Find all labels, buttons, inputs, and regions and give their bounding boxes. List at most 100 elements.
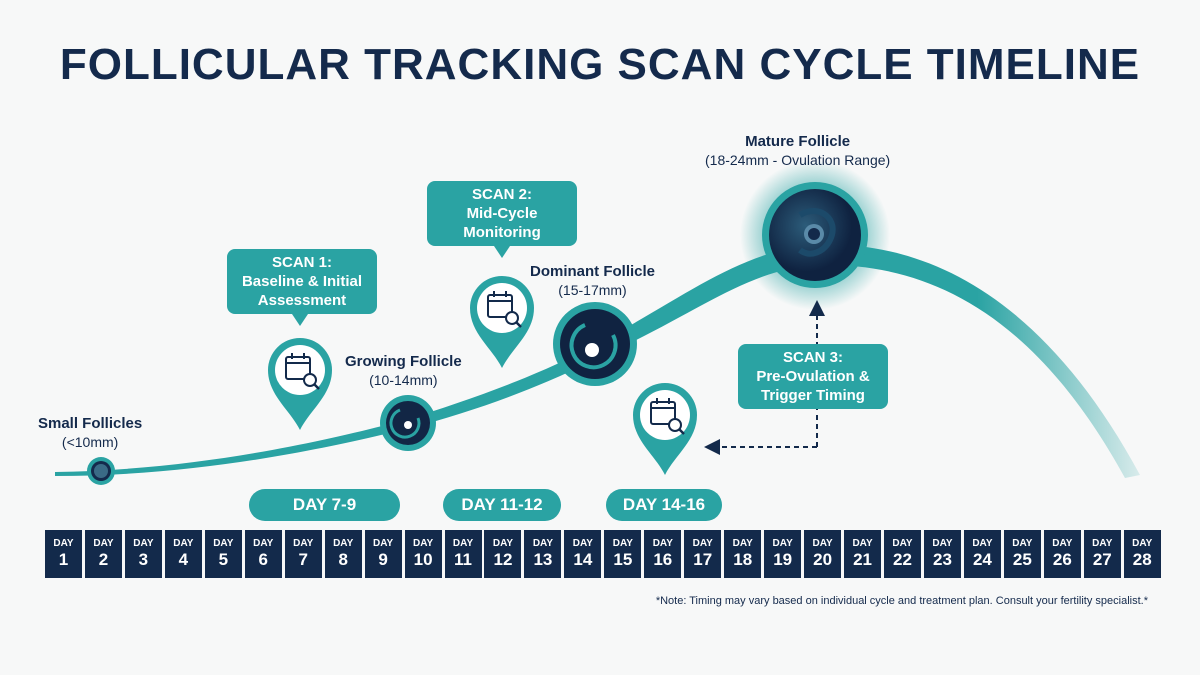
day-cell-number: 12 [493,550,513,569]
page-title: FOLLICULAR TRACKING SCAN CYCLE TIMELINE [59,40,1141,89]
day-cell-number: 11 [454,550,473,569]
scan2-map-pin-icon [470,276,534,368]
day-cell-label: DAY [1092,538,1113,549]
stage-label-small: Small Follicles (<10mm) [38,415,143,450]
day-cell-label: DAY [373,538,394,549]
day-cell-label: DAY [452,538,474,549]
range-day-11-12: DAY 11-12 [443,489,561,521]
day-cell-number: 6 [258,550,268,569]
day-cell-label: DAY [293,538,314,549]
day-cell-number: 19 [773,550,793,569]
day-cell-number: 13 [533,550,553,569]
day-cell-number: 18 [733,550,753,569]
day-cell-label: DAY [253,538,274,549]
scan2-callout-tail [494,246,510,258]
calendar-search-icon [650,398,685,435]
day-cell-label: DAY [412,538,434,549]
day-cell-number: 21 [853,550,873,569]
day-cell-number: 8 [338,550,348,569]
stage-label-dominant: Dominant Follicle (15-17mm) [530,263,656,298]
day-cell-label: DAY [852,538,873,549]
day-cell-number: 20 [813,550,833,569]
day-cell-label: DAY [972,538,993,549]
day-cell-number: 9 [378,550,388,569]
range-day-14-16: DAY 14-16 [606,489,722,521]
day-cell-label: DAY [772,538,793,549]
day-cell-number: 17 [693,550,713,569]
stage-label-growing: Growing Follicle (10-14mm) [345,353,462,388]
mature-follicle-node [740,160,890,310]
day-cell-label: DAY [173,538,194,549]
small-follicle-node [87,457,115,485]
day-cell-label: DAY [892,538,913,549]
day-cell-number: 7 [298,550,308,569]
scan2-callout: SCAN 2: Mid-Cycle Monitoring [427,181,577,246]
calendar-search-icon [487,291,522,328]
day-cell-number: 28 [1132,550,1152,569]
day-cell-label: DAY [93,538,114,549]
day-cell-label: DAY [532,538,554,549]
range-day-7-9: DAY 7-9 [249,489,400,521]
day-cell-label: DAY [932,538,953,549]
growing-follicle-node [380,395,436,451]
day-cell-label: DAY [53,538,74,549]
dashed-arrow [704,300,825,455]
day-cell-label: DAY [732,538,753,549]
day-cell-number: 23 [933,550,952,569]
scan3-callout: SCAN 3: Pre-Ovulation & Trigger Timing [738,344,888,409]
stage-label-mature: Mature Follicle (18-24mm - Ovulation Ran… [705,133,891,168]
day-cell-number: 4 [178,550,189,569]
day-cell-label: DAY [692,538,713,549]
day-cell-number: 26 [1052,550,1072,569]
day-cell-label: DAY [1052,538,1073,549]
day-cell-label: DAY [333,538,354,549]
day-cell-label: DAY [1132,538,1153,549]
day-cell-number: 24 [972,550,992,569]
day-cell-label: DAY [492,538,514,549]
day-cell-number: 2 [98,550,109,569]
day-cell-label: DAY [133,538,154,549]
day-cell-number: 22 [893,550,912,569]
disclaimer-note: *Note: Timing may vary based on individu… [655,595,1148,607]
day-cell-label: DAY [1012,538,1033,549]
day-cell-number: 1 [58,550,69,569]
day-cell-number: 16 [653,550,673,569]
day-cell-number: 27 [1092,550,1112,569]
day-cell-label: DAY [652,538,673,549]
day-cell-label: DAY [812,538,833,549]
day-cell-label: DAY [612,538,633,549]
day-cell-number: 3 [138,550,149,569]
day-cell-label: DAY [213,538,234,549]
day-cell-number: 15 [613,550,633,569]
dominant-follicle-node [553,302,637,386]
day-cell-number: 5 [218,550,229,569]
